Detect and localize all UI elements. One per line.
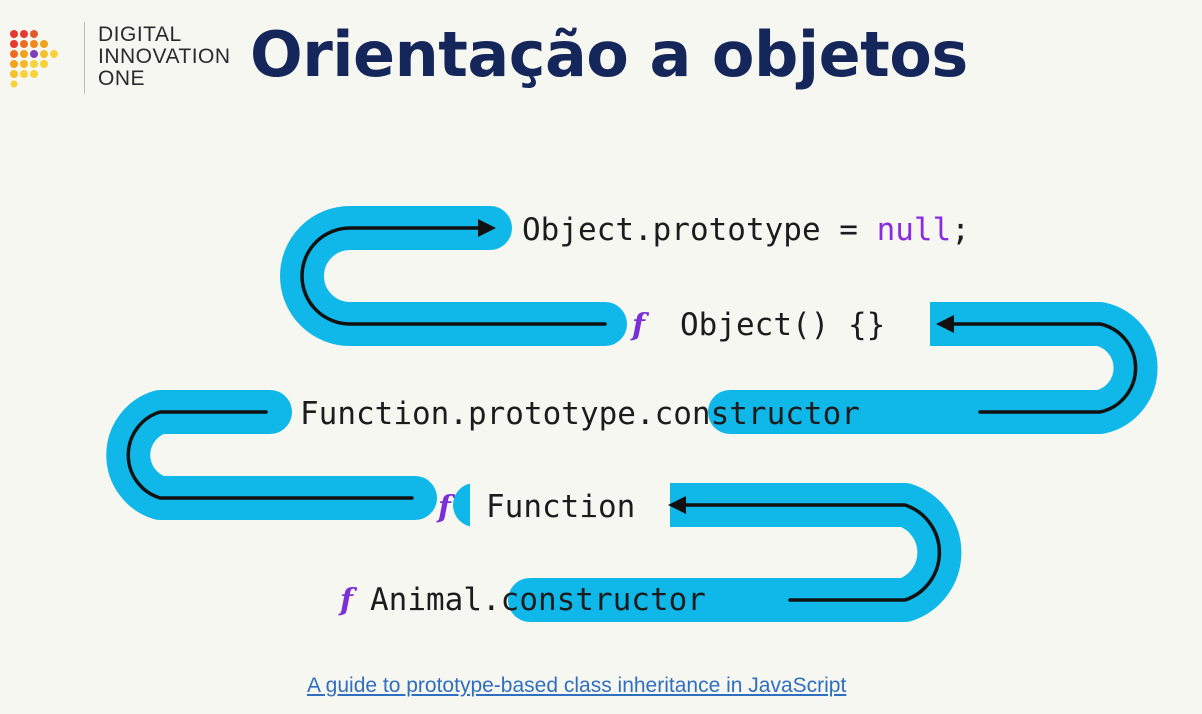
arrowhead-1	[478, 219, 496, 237]
row-function: Function	[486, 489, 635, 525]
logo-line-2: INNOVATION	[98, 45, 231, 68]
arrowhead-3	[668, 496, 686, 514]
function-glyph-1: f	[630, 308, 650, 343]
row-object-function: Object() {}	[680, 307, 885, 343]
arrowhead-2	[936, 315, 954, 333]
arrow-path	[126, 226, 1138, 602]
guide-link[interactable]: A guide to prototype-based class inherit…	[307, 674, 847, 697]
logo-wordmark: DIGITAL INNOVATION ONE	[98, 24, 231, 90]
logo-dots-icon	[10, 30, 58, 88]
row-object-prototype: Object.prototype = null;	[522, 212, 970, 248]
arrowheads	[478, 219, 954, 514]
row-animal-constructor: Animal.constructor	[370, 582, 706, 618]
logo-line-3: ONE	[98, 67, 146, 90]
function-glyph-3: f	[338, 583, 358, 618]
row-function-prototype-constructor: Function.prototype.constructor	[300, 396, 860, 432]
page-title: Orientação a objetos	[250, 18, 968, 91]
label-boxes	[470, 302, 930, 529]
brand-logo: DIGITAL INNOVATION ONE	[8, 22, 248, 102]
logo-divider	[84, 22, 85, 94]
function-glyph-2: f	[436, 490, 456, 525]
logo-line-1: DIGITAL	[98, 23, 182, 46]
